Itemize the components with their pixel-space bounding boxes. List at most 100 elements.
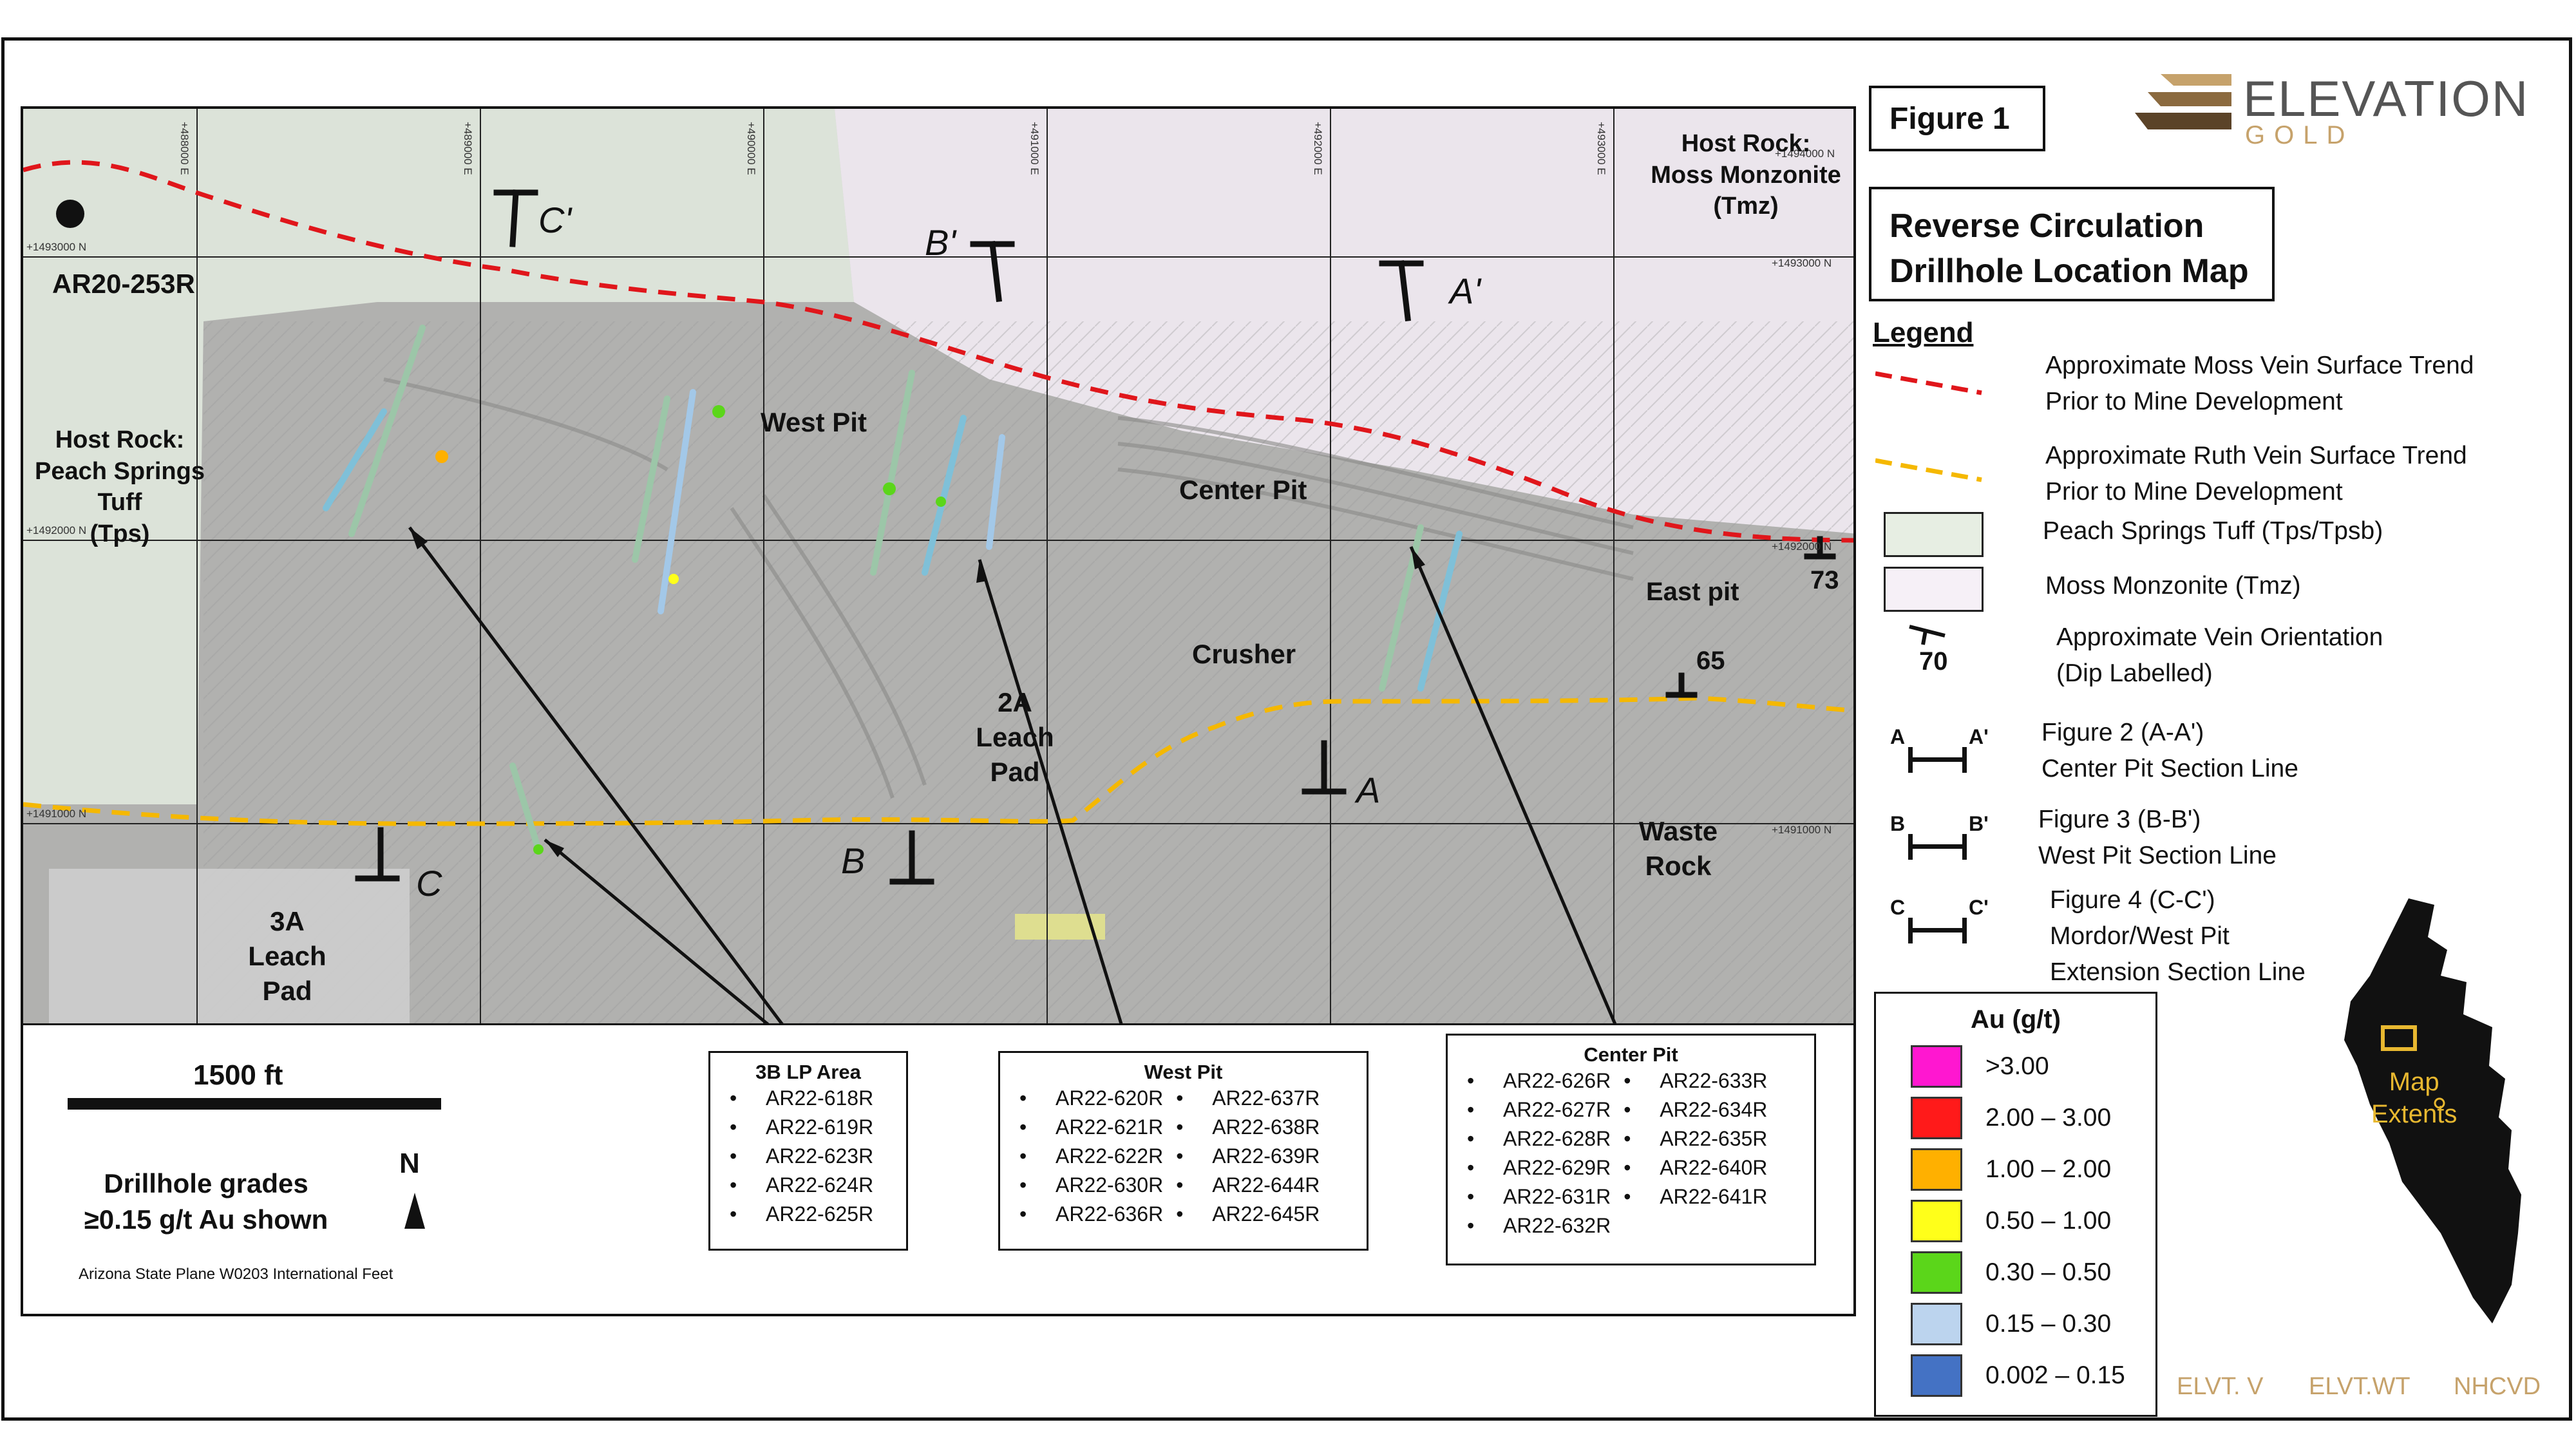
ruth-vein-trend xyxy=(23,696,1853,826)
section-line-icon-a: A A' xyxy=(1890,725,1993,773)
logo-name: ELEVATION xyxy=(2243,70,2530,127)
pit-benches xyxy=(383,377,1634,799)
list-item: AR22-624R xyxy=(730,1171,906,1200)
grade-label: 0.15 – 0.30 xyxy=(1985,1310,2112,1338)
section-line-symbols xyxy=(355,189,1836,885)
moss-monzonite-swatch xyxy=(1884,567,1984,612)
inset-map xyxy=(2344,898,2521,1323)
grade-swatch-015-03 xyxy=(1911,1303,1962,1345)
grid-label-x1: +488000 E xyxy=(178,122,191,175)
grade-label: >3.00 xyxy=(1985,1052,2049,1080)
list-item: AR22-640R xyxy=(1624,1153,1767,1182)
section-line-icon-c: C C' xyxy=(1890,896,1993,943)
scale-bar-label: 1500 ft xyxy=(193,1059,283,1091)
grid-label-y1-right: +1493000 N xyxy=(1772,257,1832,269)
drillhole-ar20-253r xyxy=(56,200,84,228)
grid-label-y2: +1492000 N xyxy=(26,524,87,536)
logo-sub: GOLD xyxy=(2245,121,2354,149)
drill-list-title: West Pit xyxy=(1144,1061,1223,1083)
grade-swatch-03-05 xyxy=(1911,1251,1962,1294)
figure-frame xyxy=(1,37,2572,1421)
list-item: AR22-619R xyxy=(730,1113,906,1142)
list-item: AR22-638R xyxy=(1176,1113,1320,1142)
list-item: AR22-633R xyxy=(1624,1066,1767,1095)
list-item: AR22-628R xyxy=(1467,1124,1611,1153)
label-crusher: Crusher xyxy=(1192,639,1296,669)
host-rock-right: Host Rock:Moss Monzonite(Tmz) xyxy=(1651,130,1841,220)
list-item: AR22-621R xyxy=(1019,1113,1163,1142)
list-item: AR22-630R xyxy=(1019,1171,1163,1200)
list-item: AR22-641R xyxy=(1624,1182,1767,1211)
arrow-heads xyxy=(410,527,1425,857)
red-dashed-line-icon xyxy=(1875,371,1982,395)
list-item: AR22-639R xyxy=(1176,1142,1320,1171)
tuff-overlay xyxy=(23,109,854,804)
list-item: AR22-635R xyxy=(1624,1124,1767,1153)
dip-label-73: 73 xyxy=(1810,566,1839,594)
grid-label-x4: +491000 E xyxy=(1028,122,1041,175)
grade-swatch-1-2 xyxy=(1911,1148,1962,1191)
grid-label-y1: +1493000 N xyxy=(26,241,87,253)
grade-swatch-2-3 xyxy=(1911,1097,1962,1139)
north-arrow-icon xyxy=(404,1193,425,1229)
legend-moss-monzonite: Moss Monzonite (Tmz) xyxy=(2045,572,2301,600)
section-b-prime: B' xyxy=(925,222,956,263)
grade-label: 0.002 – 0.15 xyxy=(1985,1361,2125,1389)
coordinate-grid xyxy=(23,109,1853,1023)
map-imagery xyxy=(23,109,1853,1023)
list-item: AR22-632R xyxy=(1467,1211,1611,1240)
list-item: AR22-637R xyxy=(1176,1084,1320,1113)
grade-swatch-0002-015 xyxy=(1911,1354,1962,1397)
dip-label-65: 65 xyxy=(1696,647,1725,675)
grade-legend-title: Au (g/t) xyxy=(1971,1005,2061,1034)
grid-label-y3-right: +1491000 N xyxy=(1772,824,1832,836)
leader-arrows xyxy=(408,526,1617,1023)
grades-note: Drillhole grades≥0.15 g/t Au shown xyxy=(84,1168,328,1235)
stacked-bars-logo-icon xyxy=(2135,74,2231,129)
drillhole-grade-dots xyxy=(435,405,946,855)
list-item: AR22-620R xyxy=(1019,1084,1163,1113)
north-label: N xyxy=(399,1148,420,1179)
yellow-dashed-line-icon xyxy=(1875,458,1982,482)
label-east-pit: East pit xyxy=(1646,578,1739,606)
drill-list-west-pit: West Pit AR22-620R AR22-621R AR22-622R A… xyxy=(998,1051,1368,1251)
legend-heading: Legend xyxy=(1873,317,1974,348)
drill-list-3b-lp: 3B LP Area AR22-618R AR22-619R AR22-623R… xyxy=(708,1051,908,1251)
scale-bar xyxy=(68,1098,441,1110)
grid-label-y2-right: +1492000 N xyxy=(1772,540,1832,553)
grid-label-x3: +490000 E xyxy=(745,122,757,175)
map-canvas: +488000 E +489000 E +490000 E +491000 E … xyxy=(21,106,1856,1026)
grid-label-y0: +1494000 N xyxy=(1775,147,1835,160)
projection-note: Arizona State Plane W0203 International … xyxy=(79,1265,393,1283)
list-item: AR22-644R xyxy=(1176,1171,1320,1200)
ticker-1: ELVT. V xyxy=(2177,1373,2264,1400)
section-b: B xyxy=(841,840,866,881)
grid-label-y3: +1491000 N xyxy=(26,808,87,820)
list-item: AR22-623R xyxy=(730,1142,906,1171)
moss-vein-trend xyxy=(23,160,1853,543)
grade-swatch-05-1 xyxy=(1911,1200,1962,1242)
grade-label: 0.30 – 0.50 xyxy=(1985,1258,2112,1286)
label-west-pit: West Pit xyxy=(761,407,867,437)
list-item: AR22-645R xyxy=(1176,1200,1320,1229)
legend-vein-orientation: Approximate Vein Orientation(Dip Labelle… xyxy=(2056,623,2383,687)
label-center-pit: Center Pit xyxy=(1179,475,1307,505)
list-item: AR22-634R xyxy=(1624,1095,1767,1124)
drill-list-title: 3B LP Area xyxy=(755,1061,861,1083)
grade-legend: Au (g/t) >3.00 2.00 – 3.00 1.00 – 2.00 0… xyxy=(1874,992,2157,1417)
vein-orientation-icon xyxy=(1909,625,1946,645)
drill-list-title: Center Pit xyxy=(1584,1043,1678,1066)
grid-label-x2: +489000 E xyxy=(462,122,474,175)
legend-section-b: Figure 3 (B-B')West Pit Section Line xyxy=(2038,806,2277,869)
figure-label: Figure 1 xyxy=(1869,86,2045,151)
grade-label: 2.00 – 3.00 xyxy=(1985,1104,2112,1132)
